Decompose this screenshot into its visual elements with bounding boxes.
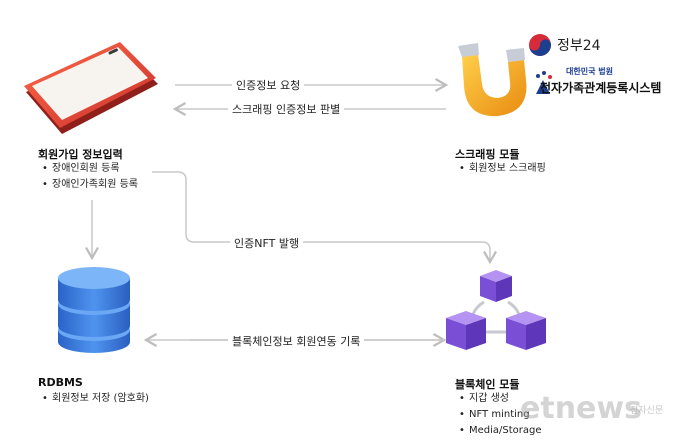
cube-left — [446, 311, 486, 350]
rdbms-title: RDBMS — [38, 376, 83, 389]
blockchain-title: 블록체인 모듈 — [455, 378, 520, 391]
list-item: 회원정보 스크래핑 — [457, 161, 546, 177]
cube-top — [480, 270, 512, 302]
list-item: 장애인회원 등록 — [40, 161, 138, 177]
scraping-list: 회원정보 스크래핑 — [457, 161, 546, 177]
list-item: NFT minting — [457, 407, 542, 423]
court-emblem-icon — [536, 71, 552, 94]
signup-title: 회원가입 정보입력 — [38, 148, 123, 161]
blockchain-cubes-icon — [446, 270, 546, 350]
rdbms-list: 회원정보 저장 (암호화) — [40, 391, 149, 407]
list-item: Media/Storage — [457, 423, 542, 439]
arrow-label-auth-request: 인증정보 요청 — [232, 77, 305, 93]
blockchain-list: 지갑 생성 NFT minting Media/Storage — [457, 391, 542, 439]
court-small-text: 대한민국 법원 — [566, 67, 613, 76]
magnet-icon — [458, 43, 527, 117]
database-icon — [58, 267, 130, 353]
list-item: 장애인가족회원 등록 — [40, 177, 138, 193]
gov24-text: 정부24 — [557, 38, 601, 54]
smartphone-icon — [24, 42, 158, 134]
scraping-title: 스크래핑 모듈 — [455, 148, 520, 161]
arrow-label-nft-issue: 인증NFT 발행 — [230, 235, 304, 251]
taegeuk-icon — [529, 34, 551, 56]
court-big-text: 전자가족관계등록시스템 — [540, 81, 662, 95]
arrow-label-scraping-verify: 스크래핑 인증정보 판별 — [228, 101, 345, 117]
list-item: 회원정보 저장 (암호화) — [40, 391, 149, 407]
watermark-sub-text: 전자신문 — [630, 406, 664, 416]
list-item: 지갑 생성 — [457, 391, 542, 407]
signup-list: 장애인회원 등록 장애인가족회원 등록 — [40, 161, 138, 193]
arrow-label-link-record: 블록체인정보 회원연동 기록 — [228, 333, 365, 349]
arrow-nft-issue — [152, 171, 497, 265]
cube-right — [506, 311, 546, 350]
gov24-logo: 정부24 — [528, 33, 601, 57]
watermark-text: etnews — [520, 391, 642, 426]
